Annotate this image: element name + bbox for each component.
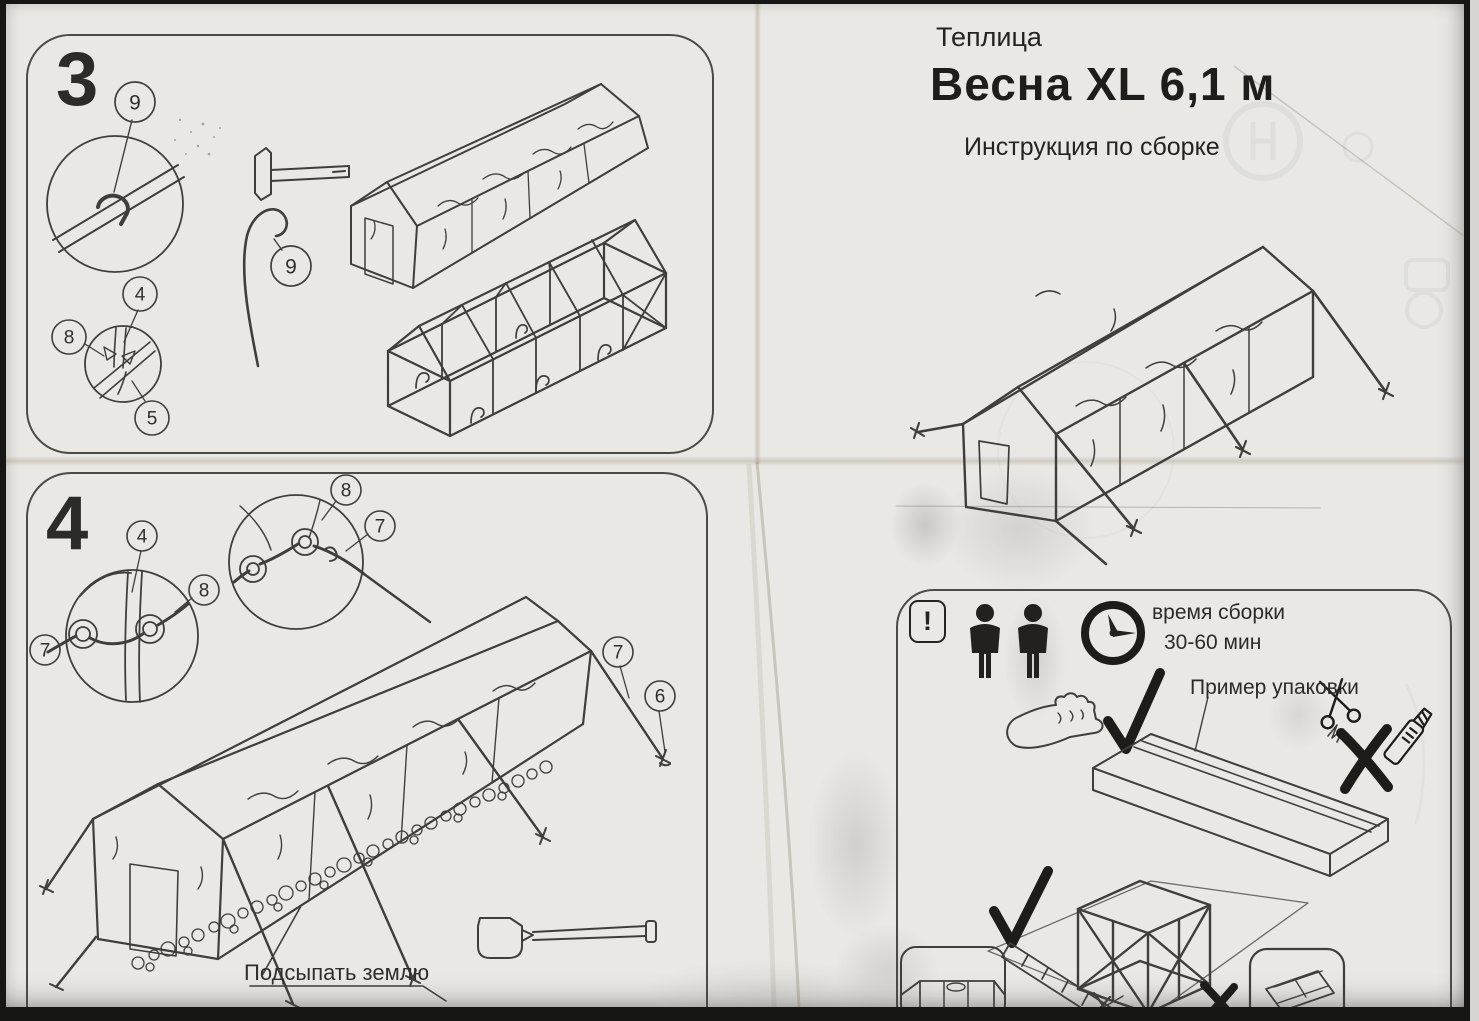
checkmark-frame bbox=[994, 871, 1048, 943]
paper-speckles bbox=[174, 118, 221, 156]
callout-7-eyelet-label: 7 bbox=[40, 641, 51, 662]
callout-7-eyelet: 7 bbox=[30, 635, 60, 665]
callout-4-tie: 4 bbox=[123, 277, 157, 311]
callout-8-tie: 8 bbox=[52, 320, 86, 354]
callout-leader bbox=[175, 598, 192, 612]
callout-leader bbox=[132, 551, 141, 592]
greenhouse-frame-drawing bbox=[388, 220, 666, 436]
callout-leader bbox=[322, 501, 336, 520]
callout-7-grommet: 7 bbox=[365, 511, 395, 541]
crease-vertical-fold-bottom bbox=[6, 4, 1464, 1007]
callout-leader bbox=[85, 344, 104, 356]
scissors-icon bbox=[1313, 675, 1361, 729]
info-panel-drawing bbox=[898, 591, 1450, 1007]
ground-note-leader bbox=[250, 906, 446, 1001]
hammer-icon bbox=[255, 148, 349, 200]
magnifier-hook-on-pipe bbox=[47, 136, 184, 272]
title-block: Теплица Весна XL 6,1 м Инструкция по сбо… bbox=[930, 22, 1275, 162]
cross-mark-tools bbox=[1341, 729, 1388, 789]
open-by-hand-icon bbox=[1007, 693, 1102, 748]
two-people-icon bbox=[970, 604, 1048, 678]
callout-8-grommet: 8 bbox=[331, 475, 361, 505]
cross-mark-small bbox=[1204, 985, 1236, 1007]
step4-panel: 4 4 bbox=[26, 472, 708, 1007]
callout-8-eyelet-label: 8 bbox=[199, 581, 210, 602]
packaging-label-leader bbox=[1195, 697, 1208, 751]
soil-gravel-band bbox=[132, 761, 552, 971]
assembly-time-line2: 30-60 мин bbox=[1164, 631, 1262, 655]
case-icon bbox=[901, 947, 1005, 1007]
info-panel bbox=[896, 589, 1452, 1007]
greenhouse-covered-drawing bbox=[351, 84, 648, 288]
packaging-example-label: Пример упаковки bbox=[1190, 676, 1359, 699]
subtitle: Инструкция по сборке bbox=[964, 133, 1220, 161]
callout-6-stake: 6 bbox=[645, 681, 675, 711]
magnifier-tied-joint bbox=[85, 326, 161, 402]
callout-9-stake: 9 bbox=[271, 246, 311, 286]
callout-4-eyelet: 4 bbox=[127, 521, 157, 551]
callout-leader bbox=[659, 711, 665, 752]
package-box-drawing bbox=[1093, 734, 1388, 876]
shovel-icon bbox=[478, 918, 656, 958]
callout-leader bbox=[59, 639, 71, 646]
assembly-time-caption: время сборки 30-60 мин bbox=[1152, 598, 1285, 659]
checkmark-hand bbox=[1108, 673, 1160, 749]
callout-7-rope: 7 bbox=[603, 637, 633, 667]
boxed-package-icon bbox=[1250, 949, 1344, 1007]
callout-6-stake-label: 6 bbox=[655, 687, 666, 708]
utility-knife-icon bbox=[1383, 706, 1435, 765]
magnifier-eyelets-left bbox=[48, 570, 198, 702]
ghost-showthrough-marks bbox=[6, 4, 1464, 1007]
overview-greenhouse-drawing bbox=[901, 236, 1464, 551]
callout-7-rope-label: 7 bbox=[613, 643, 624, 664]
callout-leader bbox=[114, 120, 132, 192]
step3-number: 3 bbox=[56, 37, 99, 122]
folded-frame-drawing bbox=[988, 881, 1308, 1007]
callout-4-eyelet-label: 4 bbox=[137, 527, 148, 548]
callout-5-tie-label: 5 bbox=[147, 409, 158, 430]
right-edge-strip bbox=[1470, 0, 1479, 1021]
assembly-time-line1: время сборки bbox=[1152, 601, 1285, 624]
ground-shadow-line bbox=[896, 506, 1321, 508]
product-model: Весна XL 6,1 м bbox=[930, 58, 1276, 110]
callout-9-hook-label: 9 bbox=[129, 91, 141, 114]
callout-8-tie-label: 8 bbox=[64, 328, 75, 349]
callout-5-tie: 5 bbox=[135, 401, 169, 435]
magnifier-grommets-right bbox=[229, 495, 430, 629]
clock-icon bbox=[1080, 600, 1146, 666]
ground-note-label: Подсыпать землю bbox=[244, 960, 430, 985]
callout-leader bbox=[346, 534, 368, 551]
step3-drawing: 9 9 bbox=[28, 36, 712, 452]
callout-leader bbox=[620, 666, 629, 698]
callout-4-tie-label: 4 bbox=[135, 285, 146, 306]
step4-drawing: 4 8 7 bbox=[28, 474, 706, 1007]
callout-8-grommet-label: 8 bbox=[341, 481, 352, 502]
callout-8-eyelet: 8 bbox=[189, 575, 219, 605]
callout-7-grommet-label: 7 bbox=[375, 517, 386, 538]
callout-leader bbox=[124, 310, 138, 342]
ground-stake-icon bbox=[244, 209, 287, 366]
callout-9-stake-label: 9 bbox=[285, 255, 297, 278]
warning-icon: ! bbox=[909, 600, 946, 643]
callout-leader bbox=[132, 381, 145, 401]
callout-9-hook: 9 bbox=[115, 82, 155, 122]
step3-panel: 3 9 bbox=[26, 34, 714, 454]
instruction-sheet-paper: Теплица Весна XL 6,1 м Инструкция по сбо… bbox=[6, 4, 1464, 1007]
greenhouse-guyed-drawing bbox=[40, 597, 670, 1007]
product-category: Теплица bbox=[936, 22, 1042, 52]
step4-number: 4 bbox=[46, 481, 89, 566]
warning-glyph: ! bbox=[923, 606, 932, 636]
